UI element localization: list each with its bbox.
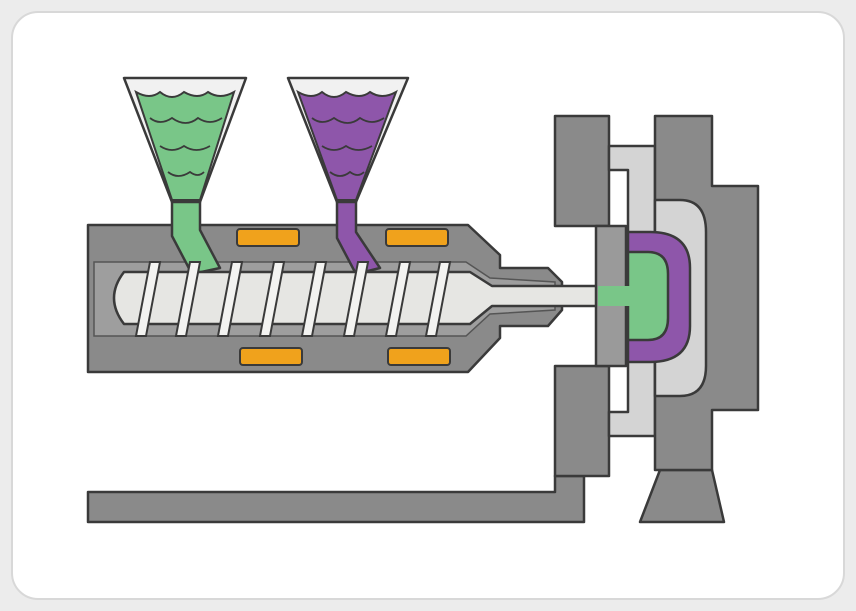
screw-flights — [134, 261, 452, 337]
heater-band — [239, 347, 303, 366]
hopper — [286, 76, 410, 204]
heater-band — [385, 228, 449, 247]
mold-cavity — [598, 230, 692, 364]
hopper — [122, 76, 248, 204]
heater-band — [387, 347, 451, 366]
heater-band — [236, 228, 300, 247]
